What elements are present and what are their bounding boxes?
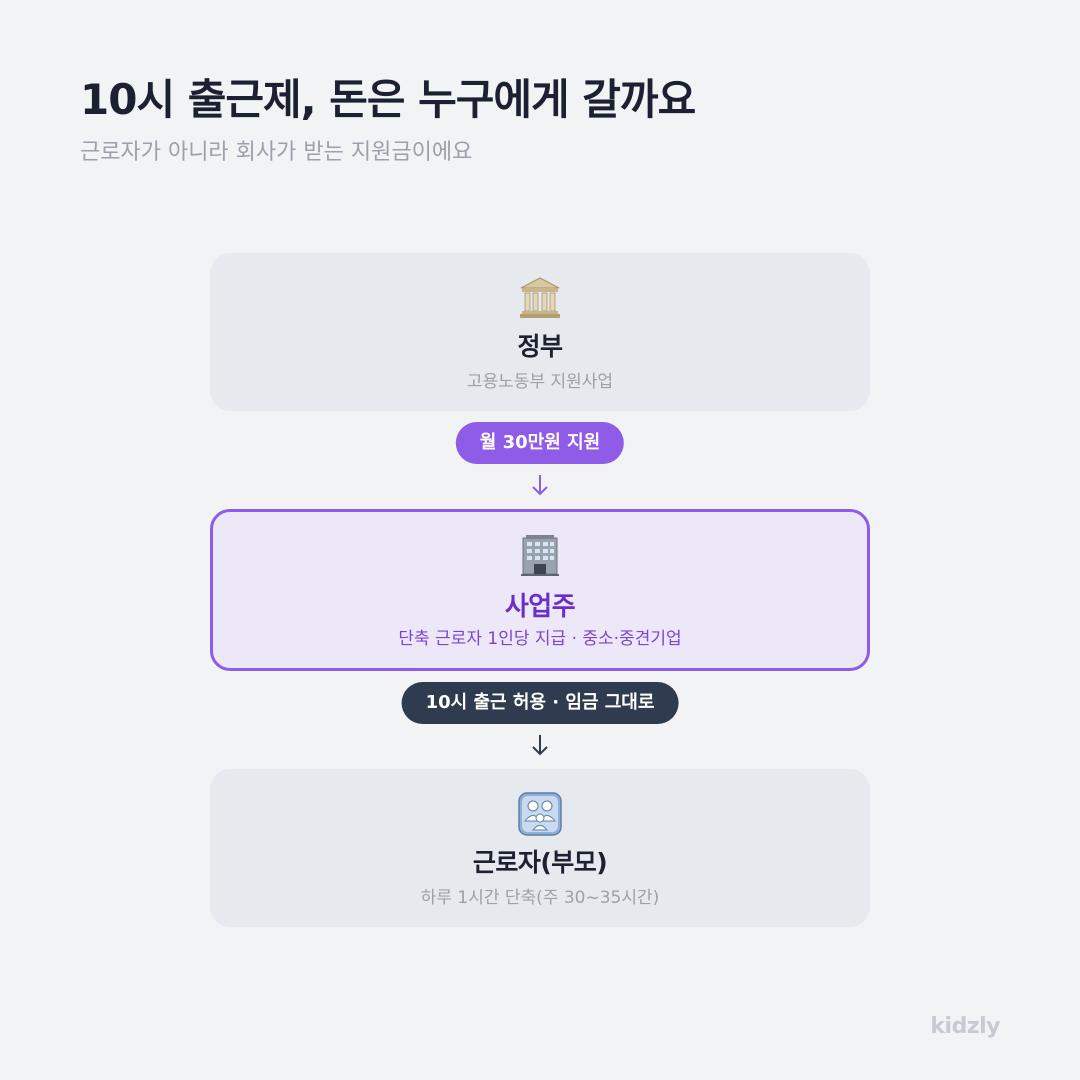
government-subtitle: 고용노동부 지원사업 bbox=[466, 372, 614, 392]
worker-title: 근로자(부모) bbox=[472, 848, 608, 877]
government-title: 정부 bbox=[517, 332, 563, 361]
employer-title: 사업주 bbox=[504, 592, 576, 622]
government-building-icon bbox=[520, 277, 560, 318]
family-icon bbox=[518, 792, 562, 836]
brand-logo: kidzly bbox=[930, 1014, 1000, 1039]
employer-card: 사업주 단축 근로자 1인당 지급 · 중소·중견기업 bbox=[210, 509, 870, 671]
arrow-down-icon bbox=[532, 735, 548, 756]
worker-card: 근로자(부모) 하루 1시간 단축(주 30~35시간) bbox=[210, 769, 870, 927]
page-title: 10시 출근제, 돈은 누구에게 갈까요 bbox=[80, 75, 696, 124]
government-card: 정부 고용노동부 지원사업 bbox=[210, 253, 870, 411]
employer-action-badge: 10시 출근 허용 · 임금 그대로 bbox=[401, 682, 679, 724]
page-subtitle: 근로자가 아니라 회사가 받는 지원금이에요 bbox=[80, 140, 473, 165]
worker-subtitle: 하루 1시간 단축(주 30~35시간) bbox=[420, 888, 660, 908]
employer-subtitle: 단축 근로자 1인당 지급 · 중소·중견기업 bbox=[398, 629, 682, 649]
office-building-icon bbox=[521, 535, 559, 576]
subsidy-amount-badge: 월 30만원 지원 bbox=[455, 422, 625, 464]
arrow-down-icon bbox=[532, 475, 548, 496]
